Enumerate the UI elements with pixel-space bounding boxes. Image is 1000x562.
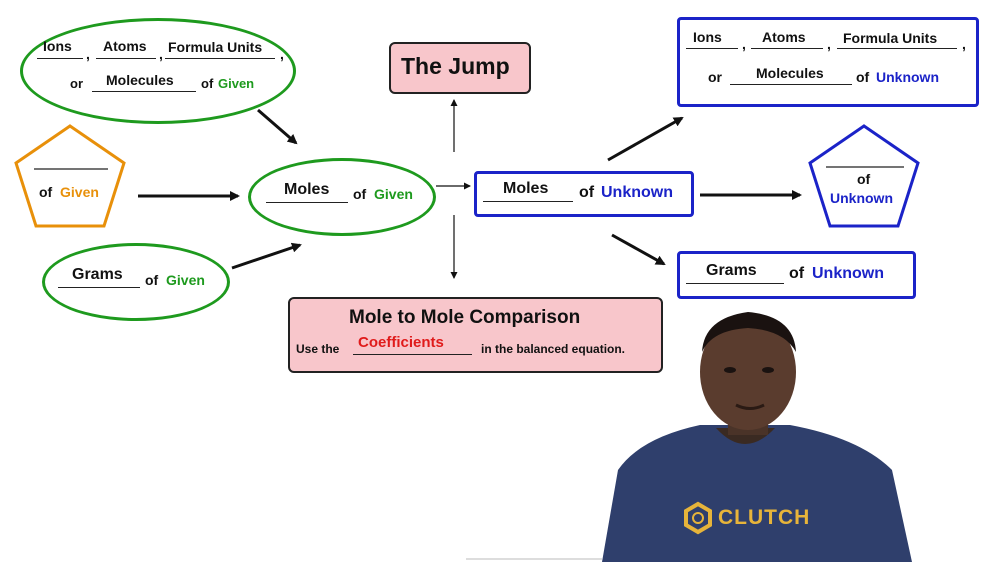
comparison-blank-answer: Coefficients <box>358 334 444 351</box>
comparison-title: Mole to Mole Comparison <box>349 307 581 328</box>
given-sep-2: , <box>159 46 163 62</box>
arrow-moles-unknown-to-particles <box>607 116 684 162</box>
given-blank-line-4 <box>92 91 196 92</box>
given-pentagon-label: Given <box>60 184 99 200</box>
comparison-prefix: Use the <box>296 342 340 356</box>
given-pentagon-of: of <box>39 184 53 200</box>
arrow-grams-to-moles-given <box>231 242 302 270</box>
hexagon-logo-icon <box>684 501 712 535</box>
unknown-particles-label: Unknown <box>876 69 939 85</box>
moles-given-of: of <box>353 186 367 202</box>
given-pentagon-shape <box>14 124 126 228</box>
moles-unknown-of: of <box>579 184 595 201</box>
given-particles-or: or <box>70 76 83 91</box>
moles-given-label: Given <box>374 186 413 202</box>
unknown-particles-blank-2: Atoms <box>762 29 806 45</box>
given-grams-blank-line <box>58 287 140 288</box>
given-grams-ellipse <box>42 243 230 321</box>
given-particles-blank-3: Formula Units <box>168 39 263 55</box>
given-blank-line-3 <box>165 58 275 59</box>
unknown-pentagon-of: of <box>857 171 871 187</box>
presenter-shirt-text: CLUTCH <box>718 506 811 529</box>
given-sep-3: , <box>280 46 284 62</box>
unknown-particles-box <box>677 17 979 107</box>
unknown-blank-line-3 <box>837 48 957 49</box>
comparison-blank-line <box>353 354 472 355</box>
given-grams-label: Given <box>166 272 205 288</box>
unknown-particles-of: of <box>856 69 870 85</box>
unknown-particles-blank-1: Ions <box>693 29 722 45</box>
moles-given-blank-line <box>266 202 348 203</box>
unknown-particles-blank-4: Molecules <box>756 65 824 81</box>
given-particles-ellipse <box>20 18 296 124</box>
unknown-particles-or: or <box>708 69 722 85</box>
given-particles-blank-4: Molecules <box>106 72 174 88</box>
jump-title: The Jump <box>401 53 510 79</box>
given-particles-label: Given <box>218 76 255 91</box>
moles-unknown-box <box>474 171 694 217</box>
moles-unknown-blank-line <box>483 201 573 202</box>
unknown-sep-3: , <box>962 36 966 52</box>
unknown-grams-label: Unknown <box>812 265 884 282</box>
moles-given-ellipse <box>248 158 436 236</box>
moles-unknown-label: Unknown <box>601 184 673 201</box>
arrow-moles-unknown-to-grams <box>611 233 666 266</box>
unknown-blank-line-2 <box>751 48 823 49</box>
given-blank-line-2 <box>96 58 156 59</box>
given-particles-blank-1: Ions <box>43 38 72 54</box>
unknown-particles-blank-3: Formula Units <box>843 30 938 46</box>
given-sep-1: , <box>86 46 90 62</box>
unknown-blank-line-1 <box>686 48 738 49</box>
given-grams-of: of <box>145 272 159 288</box>
unknown-grams-of: of <box>789 265 805 282</box>
presenter-image <box>602 312 912 562</box>
unknown-blank-line-4 <box>730 84 852 85</box>
unknown-grams-blank: Grams <box>706 262 757 279</box>
moles-given-blank: Moles <box>284 181 330 198</box>
comparison-suffix: in the balanced equation. <box>481 342 626 356</box>
unknown-pentagon-label: Unknown <box>830 190 893 206</box>
given-blank-line-1 <box>37 58 83 59</box>
unknown-grams-box <box>677 251 916 299</box>
given-grams-blank: Grams <box>72 266 123 283</box>
unknown-pentagon-shape <box>808 124 920 228</box>
given-particles-of: of <box>201 76 214 91</box>
moles-unknown-blank: Moles <box>503 180 549 197</box>
given-particles-blank-2: Atoms <box>103 38 147 54</box>
unknown-sep-2: , <box>827 36 831 52</box>
comparison-box <box>288 297 663 373</box>
arrow-particles-to-moles-given <box>257 108 298 145</box>
unknown-grams-blank-line <box>686 283 784 284</box>
unknown-sep-1: , <box>742 36 746 52</box>
jump-box <box>389 42 531 94</box>
